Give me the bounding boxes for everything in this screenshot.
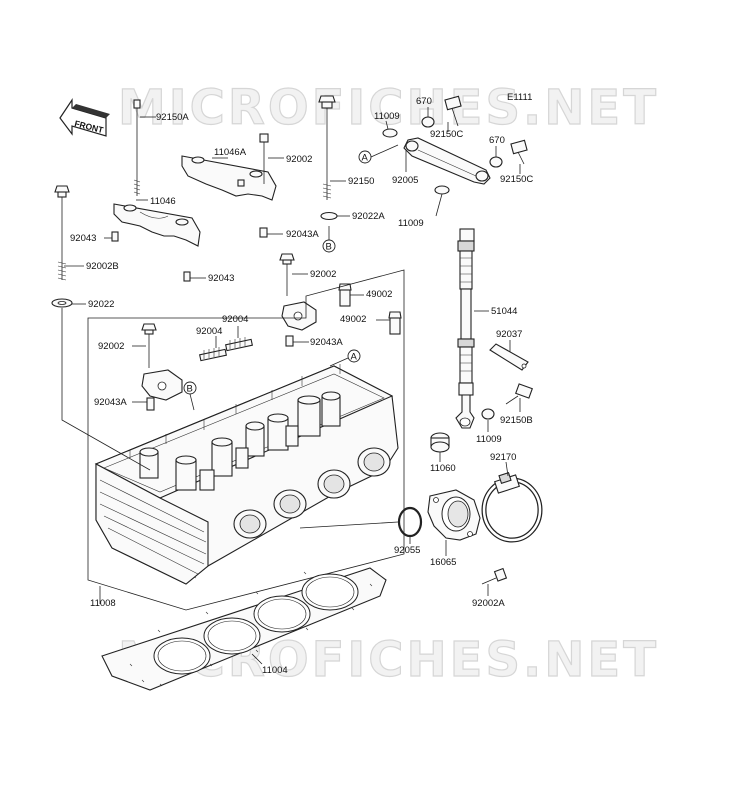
bolt-92002A (481, 567, 508, 585)
label-92150: 92150 (348, 176, 374, 187)
label-670-a: 670 (416, 96, 432, 107)
label-92002B: 92002B (86, 261, 119, 272)
collar-11060 (430, 432, 450, 453)
dowel-92043A-left (146, 397, 155, 411)
head-gasket-11004 (101, 567, 387, 691)
label-16065: 16065 (430, 557, 456, 568)
label-11046A: 11046A (214, 147, 247, 158)
label-92150C-a: 92150C (430, 129, 463, 140)
hose-clamp-92170 (481, 471, 543, 543)
label-92055: 92055 (394, 545, 420, 556)
label-49002-b: 49002 (340, 314, 366, 325)
label-92043-b: 92043 (208, 273, 234, 284)
label-92043A-3: 92043A (94, 397, 127, 408)
bolt-92150A (133, 99, 141, 196)
stud-92004 (199, 337, 253, 362)
label-92004-a: 92004 (196, 326, 222, 337)
label-92005: 92005 (392, 175, 418, 186)
label-92043-a: 92043 (70, 233, 96, 244)
o-ring-11009-c (481, 408, 495, 420)
label-11009-a: 11009 (374, 111, 400, 122)
banjo-bolt-92150C-b (510, 139, 528, 165)
bracket-92037 (489, 343, 529, 371)
ref-marker-b-top: B (322, 239, 336, 253)
diagram-code: E1111 (507, 92, 532, 103)
cam-journals (139, 391, 341, 491)
label-92004-b: 92004 (222, 314, 248, 325)
label-92150A: 92150A (156, 112, 189, 123)
ref-marker-a-mid: A (347, 349, 361, 363)
bolt-92002-top (259, 133, 269, 184)
dowel-49002-a (338, 283, 352, 307)
svg-text:B: B (326, 242, 332, 253)
front-arrow-icon: FRONT (59, 98, 110, 137)
bolt-92150 (318, 95, 336, 200)
label-51044: 51044 (491, 306, 517, 317)
label-11060: 11060 (430, 463, 456, 474)
cylinder-head-11008 (94, 364, 399, 585)
bolt-92002B (54, 185, 70, 281)
label-92150B: 92150B (500, 415, 533, 426)
svg-text:B: B (187, 384, 193, 395)
cam-cap-left (141, 369, 183, 401)
label-92002A: 92002A (472, 598, 505, 609)
intake-ports (233, 447, 391, 539)
banjo-bolt-92150C-a (444, 95, 462, 127)
label-92022A: 92022A (352, 211, 385, 222)
label-92002-a: 92002 (286, 154, 312, 165)
label-92022: 92022 (88, 299, 114, 310)
dowel-92043 (111, 231, 119, 242)
carb-holder-16065 (427, 489, 481, 541)
label-92002-b: 92002 (310, 269, 336, 280)
o-ring-11009-a (382, 128, 398, 138)
label-670-b: 670 (489, 135, 505, 146)
banjo-bolt-92150B (505, 383, 533, 405)
watermark-top: MICROFICHES.NET (118, 80, 659, 136)
o-ring-11009-b (434, 185, 450, 195)
o-ring-670-b (489, 156, 503, 168)
ref-marker-b-mid: B (183, 381, 197, 395)
o-ring-92055 (397, 506, 423, 538)
dowel-92043A-mid (285, 335, 294, 347)
o-ring-670-a (421, 116, 435, 128)
label-92043A-1: 92043A (286, 229, 319, 240)
label-11009-c: 11009 (476, 434, 502, 445)
label-92002-c: 92002 (98, 341, 124, 352)
cam-cap-11046 (113, 203, 201, 247)
bolt-92002-mid (279, 253, 295, 296)
label-49002-a: 49002 (366, 289, 392, 300)
oil-hose-51044 (455, 228, 475, 429)
label-92037: 92037 (496, 329, 522, 340)
dowel-92043A-top (259, 227, 268, 238)
label-11046: 11046 (150, 196, 176, 207)
cam-cap-mid (281, 301, 317, 331)
label-92170: 92170 (490, 452, 516, 463)
washer-92022A (320, 211, 338, 221)
dowel-49002-b (388, 311, 402, 335)
label-11004: 11004 (262, 665, 288, 676)
bolt-92002-left (141, 323, 157, 368)
cam-cap-11046A (181, 155, 277, 201)
svg-text:A: A (362, 153, 369, 164)
dowel-92043-b (183, 271, 191, 282)
label-11008: 11008 (90, 598, 116, 609)
label-11009-b: 11009 (398, 218, 424, 229)
label-92150C-b: 92150C (500, 174, 533, 185)
oil-pipe-92005 (403, 137, 491, 185)
ref-marker-a-top: A (358, 150, 372, 164)
label-92043A-2: 92043A (310, 337, 343, 348)
svg-text:A: A (351, 352, 358, 363)
